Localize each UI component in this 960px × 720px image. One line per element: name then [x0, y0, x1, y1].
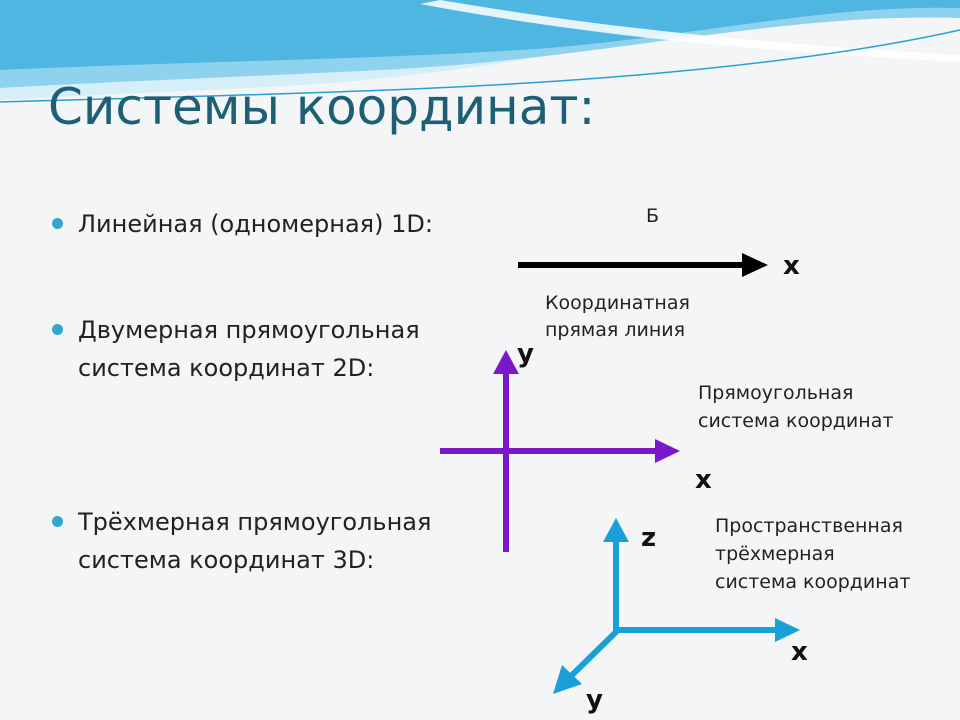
bullet-item-3d: Трёхмерная прямоугольная система координ… — [50, 503, 510, 579]
arrowhead-1d-x-icon — [742, 253, 768, 277]
bullet-dot-icon — [52, 516, 63, 527]
arrowhead-3d-y-icon — [553, 665, 582, 694]
diagram-1d: Б x Координатная прямая линия — [518, 205, 800, 341]
caption-3d-line1: Пространственная — [715, 515, 903, 537]
wave-front — [0, 0, 960, 70]
axis-3d-y — [565, 627, 621, 682]
bullet-dot-icon — [52, 324, 63, 335]
label-1d-top: Б — [646, 205, 659, 227]
bullet-item-1d: Линейная (одномерная) 1D: — [50, 205, 510, 243]
bullet-text: Трёхмерная прямоугольная система координ… — [78, 508, 432, 574]
arrowhead-3d-z-icon — [603, 518, 629, 542]
caption-3d-line3: система координат — [715, 571, 910, 593]
arrowhead-3d-x-icon — [775, 618, 800, 642]
bullet-dot-icon — [52, 218, 63, 229]
caption-1d-line2: прямая линия — [545, 319, 685, 341]
arrowhead-2d-x-icon — [655, 439, 680, 463]
axis-3d-y-label: y — [586, 685, 603, 715]
wave-highlight — [420, 0, 960, 62]
caption-2d-line2: система координат — [698, 410, 893, 432]
axis-2d-y-label: y — [517, 339, 534, 369]
caption-3d-line2: трёхмерная — [715, 543, 835, 565]
diagram-3d: z x y Пространственная трёхмерная систем… — [553, 515, 910, 715]
bullet-item-2d: Двумерная прямоугольная система координа… — [50, 311, 510, 387]
caption-2d-line1: Прямоугольная — [698, 382, 853, 404]
slide-title: Системы координат: — [48, 78, 596, 136]
axis-2d-x-label: x — [695, 465, 712, 495]
axis-3d-z-label: z — [641, 523, 656, 553]
arrowhead-2d-y-icon — [493, 350, 519, 374]
axis-3d-x-label: x — [791, 637, 808, 667]
bullet-text: Двумерная прямоугольная система координа… — [78, 316, 420, 382]
caption-1d-line1: Координатная — [545, 292, 690, 314]
header-waves-decoration — [0, 0, 960, 103]
bullet-text: Линейная (одномерная) 1D: — [78, 210, 433, 238]
axis-1d-x-label: x — [783, 251, 800, 281]
wave-line — [0, 29, 960, 103]
diagram-2d: y x Прямоугольная система координат — [440, 339, 893, 552]
